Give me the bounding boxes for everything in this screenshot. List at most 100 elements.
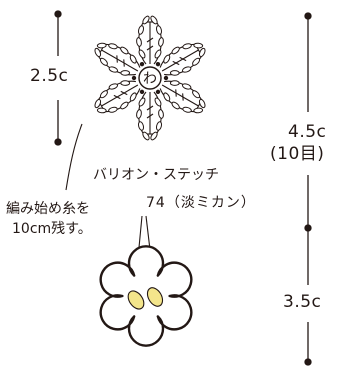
magic-ring-label: わ <box>143 71 157 87</box>
chart-petal <box>159 42 206 81</box>
stitch-crossbar <box>175 89 177 97</box>
bullion-stitch-left <box>127 290 145 310</box>
stitch-crossbar <box>116 55 118 63</box>
slip-stitch-dot <box>155 89 161 95</box>
chain-stitch <box>163 92 171 102</box>
slip-stitch-dot <box>131 75 137 81</box>
slip-stitch-dot <box>155 61 161 67</box>
finished-dimension-line <box>304 228 312 366</box>
slip-stitch-dot <box>163 75 169 81</box>
stitch-name-label: バリオン・ステッチ <box>93 167 219 183</box>
chain-stitch <box>94 98 102 109</box>
chain-stitch <box>96 107 107 114</box>
crochet-stitch-chart: わ <box>94 15 206 141</box>
chart-petal <box>136 89 164 141</box>
chain-stitch <box>192 57 201 66</box>
stitch-crossbar <box>172 60 180 66</box>
chain-stitch <box>96 42 107 49</box>
tail-leader-line <box>65 123 83 191</box>
chart-petal <box>136 15 164 67</box>
chain-stitch <box>120 46 129 55</box>
slip-stitch-dot <box>139 89 145 95</box>
chain-stitch <box>198 47 206 58</box>
total-dimension-line <box>304 12 312 232</box>
chain-stitch <box>138 25 144 35</box>
chain-stitch <box>169 80 180 86</box>
chain-stitch <box>198 98 206 109</box>
treble-stitch <box>101 49 139 72</box>
chain-stitch <box>171 101 180 110</box>
chain-stitch <box>193 42 204 49</box>
chain-stitch <box>138 121 144 131</box>
stitch-top <box>196 103 201 109</box>
chain-stitch <box>136 37 142 47</box>
chain-stitch <box>120 80 131 86</box>
chain-stitch <box>136 109 142 119</box>
chain-stitch <box>181 66 192 73</box>
stitch-crossbar <box>146 45 154 51</box>
chart-petal <box>155 80 206 114</box>
total-height-label: 4.5c <box>288 122 327 142</box>
stitch-crossbar <box>146 37 154 43</box>
chain-stitch <box>120 70 131 76</box>
chart-height-label: 2.5c <box>30 66 69 86</box>
total-rounds-label: (10目) <box>270 144 325 164</box>
chain-stitch <box>138 97 146 107</box>
chain-stitch <box>158 109 164 119</box>
chain-stitch <box>156 25 162 35</box>
chain-stitch <box>150 131 158 141</box>
chain-stitch <box>181 83 192 90</box>
magic-ring <box>138 66 162 90</box>
stitch-crossbar <box>113 94 121 100</box>
tail-note-line2: 10cm残す。 <box>12 221 92 237</box>
chain-stitch <box>142 131 150 141</box>
chain-stitch <box>163 54 171 64</box>
tail-note-line1: 編み始め糸を <box>6 201 90 217</box>
treble-stitch <box>101 84 139 107</box>
treble-stitch <box>161 84 199 107</box>
chain-stitch <box>182 106 192 113</box>
stitch-crossbar <box>123 59 125 67</box>
stitch-crossbar <box>179 56 187 62</box>
chain-stitch <box>99 57 108 66</box>
chain-stitch <box>142 15 150 25</box>
bullion-stitch-right <box>146 287 164 307</box>
stitch-top <box>99 103 104 109</box>
stitch-top <box>99 47 104 53</box>
yarn-color-label: 74（淡ミカン） <box>146 195 256 211</box>
chain-stitch <box>182 43 192 50</box>
chain-stitch <box>169 70 180 76</box>
chain-stitch <box>156 121 162 131</box>
chain-stitch <box>154 49 162 59</box>
chain-stitch <box>108 106 118 113</box>
stitch-crossbar <box>120 90 128 96</box>
chain-stitch <box>150 15 158 25</box>
flower-outline <box>99 245 193 347</box>
chain-stitch <box>129 92 137 102</box>
chart-petal <box>94 75 141 114</box>
chain-stitch <box>99 90 108 99</box>
chart-dimension-line <box>54 10 62 146</box>
chain-stitch <box>108 66 119 73</box>
chain-stitch <box>120 101 129 110</box>
stitch-top <box>196 47 201 53</box>
chain-stitch <box>171 46 180 55</box>
stitch-crossbar <box>146 113 154 119</box>
stitch-crossbar <box>146 105 154 111</box>
treble-stitch <box>161 49 199 72</box>
chain-stitch <box>108 43 118 50</box>
chain-stitch <box>94 47 102 58</box>
chain-stitch <box>108 83 119 90</box>
finished-flower <box>99 245 193 347</box>
chain-stitch <box>192 90 201 99</box>
finished-height-label: 3.5c <box>283 292 322 312</box>
chain-stitch <box>154 97 162 107</box>
chain-stitch <box>129 54 137 64</box>
chain-stitch <box>193 107 204 114</box>
chain-stitch <box>158 37 164 47</box>
chain-stitch <box>138 49 146 59</box>
stitch-crossbar <box>182 93 184 101</box>
chart-petal <box>94 42 145 76</box>
